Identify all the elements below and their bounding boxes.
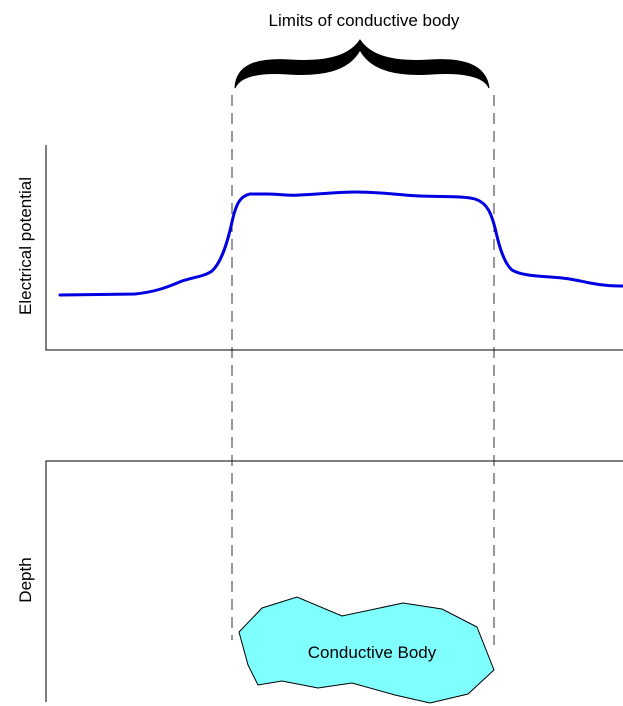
- potential-axes: [45, 145, 623, 351]
- potential-axis-label: Electrical potential: [16, 177, 35, 315]
- conductive-body-shape: [238, 596, 495, 704]
- conductive-body-label: Conductive Body: [308, 643, 437, 662]
- depth-axis-label: Depth: [16, 557, 35, 602]
- limits-brace: [234, 39, 490, 89]
- diagram-title: Limits of conductive body: [269, 11, 460, 30]
- potential-curve: [58, 190, 623, 297]
- depth-axes: [45, 460, 623, 702]
